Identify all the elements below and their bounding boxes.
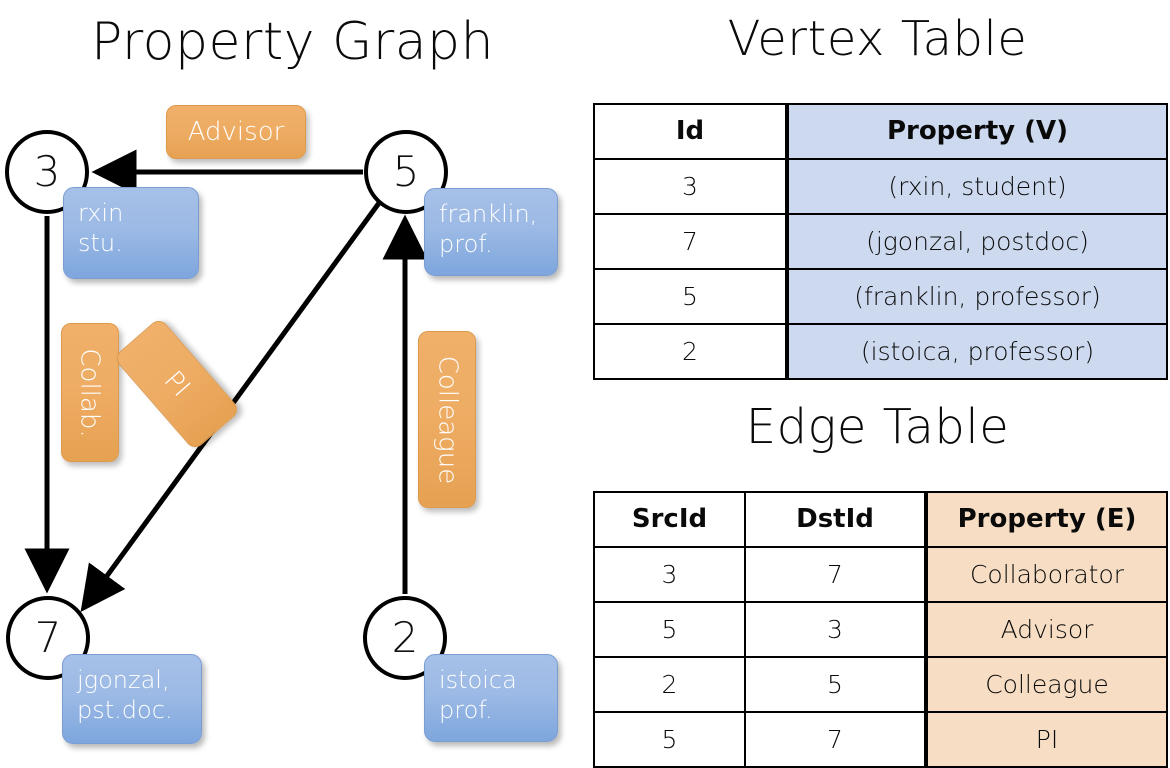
edge-table-cell-srcid: 5: [593, 601, 746, 658]
vertex-property-box-3-line1: rxin: [78, 199, 124, 227]
edge-label-colleague: Colleague: [432, 355, 463, 484]
vertex-table-header-row: Id Property (V): [593, 103, 1168, 160]
graph-node-2-label: 2: [391, 613, 419, 662]
vertex-table-cell-id: 3: [593, 158, 788, 215]
edge-label-pi: PI: [158, 365, 196, 403]
edge-label-box-advisor: Advisor: [166, 105, 306, 159]
property-graph-diagram: 3 5 7 2 rxin stu. franklin, prof. jgonza…: [0, 0, 585, 760]
vertex-table-cell-id: 7: [593, 213, 788, 270]
graph-node-2[interactable]: 2: [363, 596, 447, 680]
vertex-property-box-7: jgonzal, pst.doc.: [62, 654, 202, 744]
table-row: 2 5 Colleague: [593, 656, 1168, 713]
vertex-property-box-7-line2: pst.doc.: [77, 696, 173, 724]
vertex-table-header-property: Property (V): [785, 103, 1168, 160]
edge-table-cell-property: Colleague: [924, 656, 1168, 713]
graph-node-5-label: 5: [392, 147, 420, 196]
table-row: 5 7 PI: [593, 711, 1168, 768]
edge-table-cell-srcid: 3: [593, 546, 746, 603]
edge-table-cell-property: Advisor: [924, 601, 1168, 658]
edge-table: SrcId DstId Property (E) 3 7 Collaborato…: [593, 491, 1168, 768]
vertex-property-box-3: rxin stu.: [63, 187, 199, 279]
vertex-table-cell-id: 2: [593, 323, 788, 380]
edge-table-header-row: SrcId DstId Property (E): [593, 491, 1168, 548]
vertex-property-box-7-line1: jgonzal,: [77, 666, 170, 694]
edge-label-advisor: Advisor: [187, 117, 285, 147]
vertex-table-cell-id: 5: [593, 268, 788, 325]
edge-table-header-property: Property (E): [924, 491, 1168, 548]
edge-label-box-colleague: Colleague: [418, 331, 476, 508]
vertex-property-box-2: istoica prof.: [424, 654, 558, 742]
edge-table-cell-property: PI: [924, 711, 1168, 768]
vertex-property-box-5-line1: franklin,: [439, 200, 538, 228]
edge-table-cell-dstid: 3: [744, 601, 927, 658]
edge-table-header-dstid: DstId: [744, 491, 927, 548]
table-row: 3 (rxin, student): [593, 158, 1168, 215]
graph-node-7-label: 7: [34, 613, 62, 662]
vertex-table-header-id: Id: [593, 103, 788, 160]
vertex-property-box-2-line1: istoica: [439, 666, 517, 694]
table-row: 3 7 Collaborator: [593, 546, 1168, 603]
page-title-property-graph: Property Graph: [90, 12, 495, 72]
vertex-table: Id Property (V) 3 (rxin, student) 7 (jgo…: [593, 103, 1168, 380]
table-row: 5 (franklin, professor): [593, 268, 1168, 325]
edge-table-cell-dstid: 7: [744, 711, 927, 768]
table-row: 7 (jgonzal, postdoc): [593, 213, 1168, 270]
vertex-property-box-2-line2: prof.: [439, 696, 493, 724]
page-title-edge-table: Edge Table: [745, 399, 1010, 455]
edge-table-cell-dstid: 5: [744, 656, 927, 713]
graph-node-3-label: 3: [33, 147, 61, 196]
edge-table-cell-dstid: 7: [744, 546, 927, 603]
edge-table-cell-srcid: 5: [593, 711, 746, 768]
vertex-property-box-3-line2: stu.: [78, 229, 123, 257]
table-row: 5 3 Advisor: [593, 601, 1168, 658]
vertex-table-cell-property: (franklin, professor): [785, 268, 1168, 325]
edge-table-cell-property: Collaborator: [924, 546, 1168, 603]
edge-label-box-collab: Collab.: [61, 323, 119, 462]
vertex-table-cell-property: (jgonzal, postdoc): [785, 213, 1168, 270]
graph-node-5[interactable]: 5: [364, 130, 448, 214]
vertex-property-box-5: franklin, prof.: [424, 188, 558, 276]
table-row: 2 (istoica, professor): [593, 323, 1168, 380]
vertex-property-box-5-line2: prof.: [439, 230, 493, 258]
vertex-table-cell-property: (istoica, professor): [785, 323, 1168, 380]
vertex-table-cell-property: (rxin, student): [785, 158, 1168, 215]
edge-table-cell-srcid: 2: [593, 656, 746, 713]
edge-table-header-srcid: SrcId: [593, 491, 746, 548]
page-title-vertex-table: Vertex Table: [727, 11, 1028, 67]
edge-label-collab: Collab.: [75, 347, 105, 438]
